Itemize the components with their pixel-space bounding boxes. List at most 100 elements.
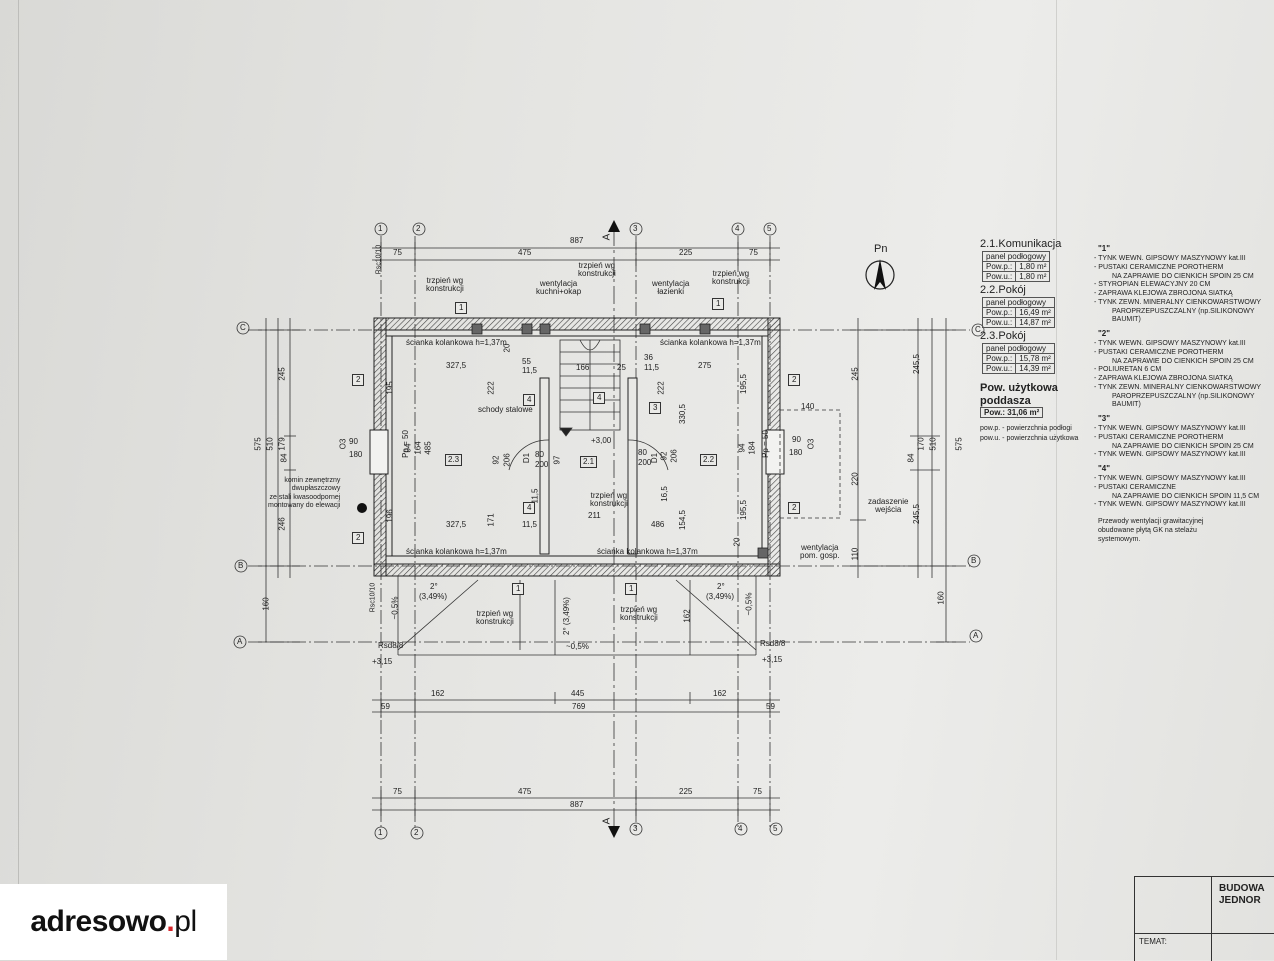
axis-label-b-left: B: [238, 561, 244, 570]
axis-label-4-bottom: 4: [738, 824, 743, 833]
dim-180-right: 180: [789, 448, 803, 457]
spec-line: - PUSTAKI CERAMICZNE POROTHERM: [1094, 433, 1224, 441]
wall-type-tag: 1: [625, 583, 638, 595]
dim-36: 36: [644, 353, 653, 362]
axis-label-5-bottom: 5: [773, 824, 778, 833]
dim-top-225: 225: [679, 248, 693, 257]
dim-1545: 154,5: [678, 509, 688, 531]
adresowo-logo[interactable]: adresowo.pl: [0, 884, 227, 960]
dim-211: 211: [588, 511, 601, 520]
slope-small-right: ~0,5%: [744, 592, 754, 616]
dim-92-left: 92: [491, 455, 501, 465]
dim-200-right: 200: [638, 458, 652, 467]
dim-80-right: 80: [638, 448, 647, 457]
spec-line: NA ZAPRAWIE DO CIENKICH SPOIN 11,5 CM: [1112, 492, 1260, 500]
rsd-left-label: Rsd8/8: [378, 641, 404, 650]
axis-label-1-bottom: 1: [378, 828, 383, 837]
dim-wall-59a: 59: [381, 702, 390, 711]
door-d1-right: D1: [650, 452, 660, 464]
spec-line: - PUSTAKI CERAMICZNE: [1094, 483, 1176, 491]
dim-top-887: 887: [570, 236, 584, 245]
spec-line: NA ZAPRAWIE DO CIENKICH SPOIN 25 CM: [1112, 442, 1254, 450]
dim-165: 16,5: [659, 486, 669, 502]
wall-type-tag: 4: [523, 502, 536, 514]
interior-walls: [386, 335, 768, 557]
dim-right-170: 170: [916, 437, 926, 451]
dim-right-245: 245: [850, 367, 860, 381]
dim-3305: 330,5: [678, 403, 688, 425]
spec-line: PAROPRZEPUSZCZALNY (np.SILIKONOWY: [1112, 307, 1255, 315]
dim-bot-887: 887: [570, 800, 584, 809]
dim-1955-top: 195,5: [739, 373, 749, 395]
axis-label-a-right: A: [973, 631, 979, 640]
dim-bot-75a: 75: [393, 787, 402, 796]
spec-line: - PUSTAKI CERAMICZNE POROTHERM: [1094, 348, 1224, 356]
dim-right-110: 110: [850, 547, 860, 561]
spec-line: - TYNK WEWN. GIPSOWY MASZYNOWY kat.III: [1094, 451, 1246, 459]
axis-label-b-right: B: [971, 556, 977, 565]
room-22-table: panel podłogowy Pow.p.:16,49 m² Pow.u.:1…: [981, 297, 1055, 328]
dim-bot-225: 225: [679, 787, 693, 796]
room-tag-22: 2.2: [700, 454, 718, 466]
window-o3-left: O3: [338, 438, 348, 450]
room-21-table: panel podłogowy Pow.p.:1,80 m² Pow.u.:1,…: [981, 251, 1051, 282]
room-tag-21: 2.1: [580, 456, 598, 468]
dim-wall-162a: 162: [431, 689, 445, 698]
dim-wall-445: 445: [571, 689, 585, 698]
dim-140: 140: [801, 402, 815, 411]
dim-top-475: 475: [518, 248, 532, 257]
windows: [369, 429, 785, 475]
top-dimension-chain: [372, 242, 780, 266]
dim-wall-59b: 59: [766, 702, 775, 711]
section-label-bottom: A: [601, 817, 613, 825]
knee-wall-top-right: ścianka kolankowa h=1,37m: [660, 338, 761, 347]
spec-line: NA ZAPRAWIE DO CIENKICH SPOIN 25 CM: [1112, 357, 1254, 365]
dim-195: 195: [385, 381, 395, 395]
spec-line: BAUMIT): [1112, 401, 1141, 409]
knee-wall-bottom-right: ścianka kolankowa h=1,37m: [597, 547, 698, 556]
dim-180-left: 180: [349, 450, 363, 459]
slope-small-left: ~0,5%: [390, 596, 400, 620]
sheet-fold: [1056, 0, 1057, 960]
north-label: Pn: [874, 243, 888, 255]
dim-1955-bottom: 195,5: [739, 499, 749, 521]
spec-line: - TYNK WEWN. GIPSOWY MASZYNOWY kat.III: [1094, 475, 1246, 482]
axis-label-3-top: 3: [633, 224, 638, 233]
dim-206-left: 206: [502, 453, 512, 467]
rsc-top-label: Rsc10/10: [375, 244, 383, 275]
wall-type-tag: 2: [788, 502, 801, 514]
axis-label-2-bottom: 2: [414, 828, 419, 837]
usable-area-total: Pow.: 31,06 m²: [980, 407, 1044, 419]
dim-right-84: 84: [906, 453, 916, 463]
dim-94-left: 94: [403, 443, 413, 453]
spec-line: PAROPRZEPUSZCZALNY (np.SILIKONOWY: [1112, 392, 1255, 400]
spec-line: BAUMIT): [1112, 316, 1141, 324]
dim-485: 485: [423, 441, 433, 455]
wall-type-tag: 4: [593, 392, 606, 404]
dim-right-220: 220: [850, 472, 860, 486]
dim-92-right: 92: [659, 451, 669, 461]
axis-label-a-left: A: [237, 637, 243, 646]
dim-166: 166: [576, 363, 590, 372]
spec-number: "3": [1098, 414, 1111, 423]
dim-top-75a: 75: [393, 248, 402, 257]
doors: [508, 439, 669, 480]
dim-3275-bottom: 327,5: [446, 520, 467, 529]
title-block-label: TEMAT:: [1139, 937, 1167, 946]
dim-90-right: 90: [792, 435, 801, 444]
dim-164: 164: [413, 441, 423, 455]
knee-wall-bottom-left: ścianka kolankowa h=1,37m: [406, 547, 507, 556]
level-right: +3,15: [762, 655, 783, 664]
dim-115-a: 11,5: [522, 366, 537, 375]
dim-left-179: 179: [277, 437, 287, 451]
